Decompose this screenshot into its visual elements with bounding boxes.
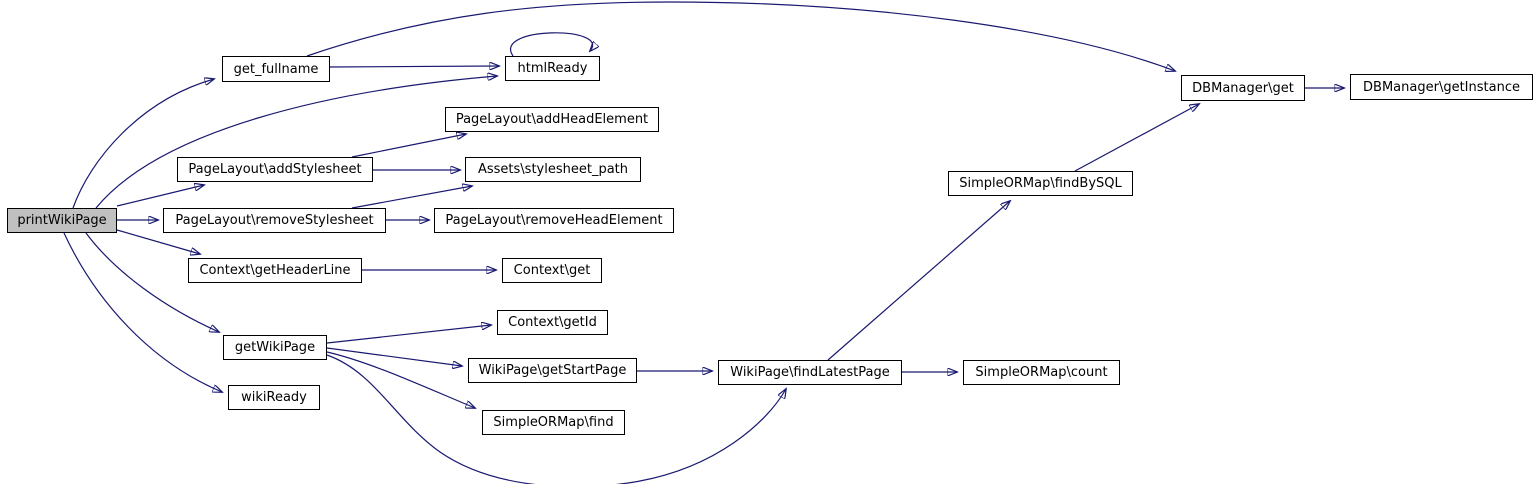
node-label: DBManager\get bbox=[1192, 80, 1294, 96]
node-label: PageLayout\removeHeadElement bbox=[445, 213, 663, 228]
node-WikiPage-findLatestPage[interactable]: WikiPage\findLatestPage bbox=[718, 360, 902, 385]
node-PageLayout-removeStylesheet[interactable]: PageLayout\removeStylesheet bbox=[163, 208, 386, 233]
edge-getWikiPage-findLatestPage bbox=[326, 354, 786, 484]
node-label: DBManager\getInstance bbox=[1363, 79, 1520, 95]
node-SimpleORMap-count[interactable]: SimpleORMap\count bbox=[963, 360, 1120, 385]
node-DBManager-getInstance[interactable]: DBManager\getInstance bbox=[1350, 74, 1533, 100]
node-PageLayout-addStylesheet[interactable]: PageLayout\addStylesheet bbox=[177, 157, 373, 182]
edge-addStylesheet-addHeadElement bbox=[351, 134, 466, 158]
edge-get_fullname-dbGet bbox=[306, 1, 1175, 71]
node-Context-getHeaderLine[interactable]: Context\getHeaderLine bbox=[188, 258, 362, 283]
node-get_fullname[interactable]: get_fullname bbox=[222, 56, 330, 82]
edge-findBySQL-dbGet bbox=[1074, 104, 1199, 172]
edge-printWikiPage-htmlReady bbox=[95, 76, 497, 209]
edge-getWikiPage-getStartPage bbox=[326, 347, 462, 366]
node-SimpleORMap-findBySQL[interactable]: SimpleORMap\findBySQL bbox=[948, 171, 1133, 196]
node-Context-get[interactable]: Context\get bbox=[502, 258, 602, 283]
node-label: htmlReady bbox=[517, 61, 588, 76]
edge-printWikiPage-get_fullname bbox=[72, 79, 214, 209]
node-wikiReady[interactable]: wikiReady bbox=[228, 385, 320, 410]
edge-get_fullname-htmlReady bbox=[329, 66, 499, 67]
node-label: PageLayout\addStylesheet bbox=[188, 162, 362, 177]
node-Assets-stylesheet_path[interactable]: Assets\stylesheet_path bbox=[465, 157, 641, 182]
edge-printWikiPage-addStylesheet bbox=[116, 185, 204, 207]
edge-printWikiPage-getHeaderLine bbox=[116, 229, 200, 254]
node-label: wikiReady bbox=[241, 390, 307, 405]
node-label: Assets\stylesheet_path bbox=[477, 162, 629, 177]
node-label: Context\getHeaderLine bbox=[199, 263, 351, 278]
node-printWikiPage: printWikiPage bbox=[7, 208, 117, 233]
edge-printWikiPage-getWikiPage bbox=[85, 232, 219, 332]
node-PageLayout-removeHeadElement[interactable]: PageLayout\removeHeadElement bbox=[434, 208, 674, 233]
edge-findLatestPage-findBySQL bbox=[827, 201, 1010, 361]
node-SimpleORMap-find[interactable]: SimpleORMap\find bbox=[482, 410, 625, 435]
node-label: PageLayout\removeStylesheet bbox=[175, 213, 374, 228]
node-label: Context\getId bbox=[508, 315, 597, 330]
node-label: get_fullname bbox=[233, 61, 319, 77]
node-getWikiPage[interactable]: getWikiPage bbox=[223, 335, 327, 360]
node-label: WikiPage\findLatestPage bbox=[730, 365, 890, 380]
node-label: Context\get bbox=[513, 263, 591, 278]
node-label: SimpleORMap\count bbox=[975, 365, 1108, 380]
node-label: SimpleORMap\findBySQL bbox=[959, 176, 1122, 191]
edge-htmlReady-htmlReady-self bbox=[509, 32, 593, 57]
node-label: SimpleORMap\find bbox=[493, 415, 614, 430]
edge-printWikiPage-wikiReady bbox=[63, 232, 222, 392]
node-PageLayout-addHeadElement[interactable]: PageLayout\addHeadElement bbox=[445, 107, 659, 132]
node-label: getWikiPage bbox=[234, 340, 316, 355]
node-WikiPage-getStartPage[interactable]: WikiPage\getStartPage bbox=[468, 358, 637, 383]
edge-removeStylesheet-stylesheet_path bbox=[351, 186, 472, 209]
node-label: PageLayout\addHeadElement bbox=[455, 112, 649, 127]
node-label: printWikiPage bbox=[17, 213, 107, 228]
edge-getWikiPage-getId bbox=[326, 325, 491, 344]
edge-getWikiPage-find bbox=[326, 351, 475, 408]
node-Context-getId[interactable]: Context\getId bbox=[497, 310, 608, 335]
node-DBManager-get[interactable]: DBManager\get bbox=[1181, 75, 1305, 101]
node-label: WikiPage\getStartPage bbox=[478, 363, 627, 378]
node-htmlReady[interactable]: htmlReady bbox=[505, 56, 600, 81]
